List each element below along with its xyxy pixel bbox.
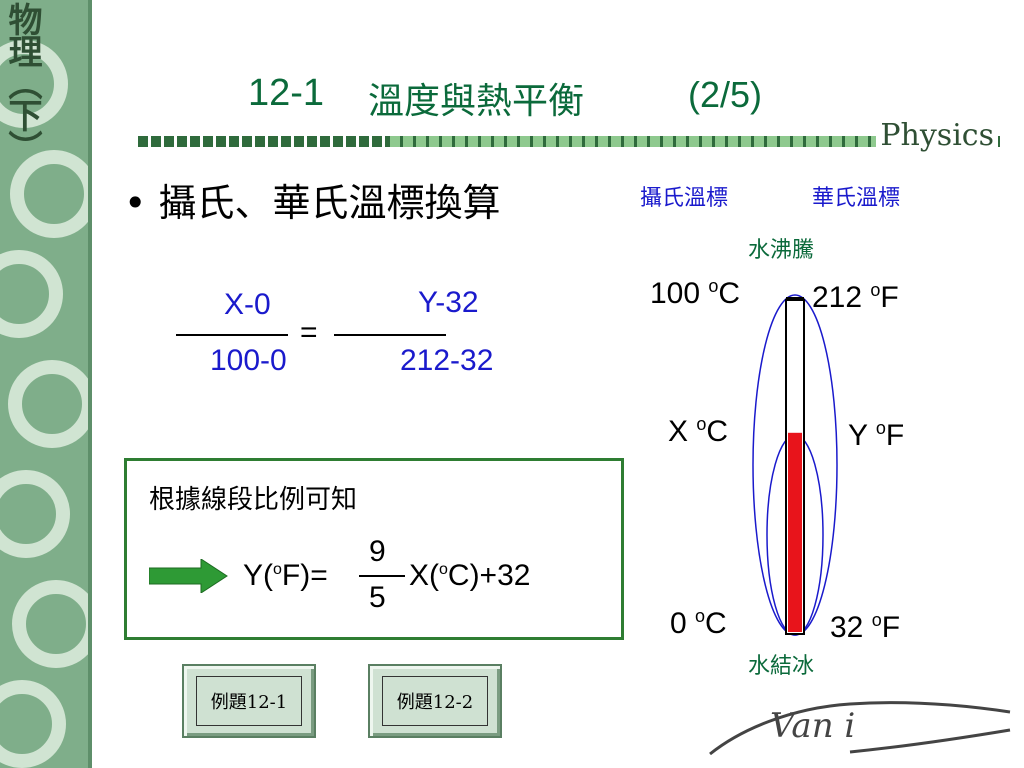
boiling-label: 水沸騰 <box>748 238 815 263</box>
celsius-mid: X oC <box>668 414 729 448</box>
bullet-text: 攝氏、華氏溫標換算 <box>158 181 501 225</box>
title-underline-light <box>390 136 1000 147</box>
eq-num-right: Y-32 <box>418 286 479 319</box>
gear-icon <box>8 360 88 448</box>
bullet-point: • 攝氏、華氏溫標換算 <box>124 181 501 225</box>
vani-logo <box>709 701 1011 756</box>
arrow-right-icon <box>149 559 228 593</box>
frac-bar <box>359 575 405 577</box>
sidebar-divider <box>88 0 92 768</box>
formula-left: Y(oF)= <box>243 559 328 592</box>
gear-icon <box>0 470 70 558</box>
celsius-scale-label: 攝氏溫標 <box>640 186 729 211</box>
button-label: 例題12-1 <box>196 676 302 726</box>
section-title: 溫度與熱平衡 <box>368 81 585 122</box>
eq-bar-left <box>176 334 288 336</box>
eq-num-left: X-0 <box>224 288 271 321</box>
mercury-column <box>788 432 802 632</box>
fahrenheit-top: 212 oF <box>812 280 899 314</box>
subject-title: 物理（下） <box>2 2 42 162</box>
sidebar: 物理（下） <box>0 0 88 768</box>
celsius-bottom: 0 oC <box>670 606 727 640</box>
conclusion-box: 根據線段比例可知 Y(oF)= 9 5 X(oC)+32 <box>124 458 624 640</box>
brand-label: Physics <box>876 118 998 153</box>
fahrenheit-scale-label: 華氏溫標 <box>812 186 901 211</box>
celsius-top: 100 oC <box>650 276 741 310</box>
eq-den-right: 212-32 <box>400 344 494 377</box>
frac-num: 9 <box>369 535 386 568</box>
logo-text: Van i <box>770 706 856 746</box>
gear-icon <box>0 680 66 768</box>
frac-den: 5 <box>369 581 386 614</box>
example-12-1-button[interactable]: 例題12-1 <box>182 664 316 738</box>
fahrenheit-bottom: 32 oF <box>830 610 901 644</box>
fahrenheit-mid: Y oF <box>848 418 905 452</box>
gear-icon <box>0 250 63 338</box>
eq-equals: = <box>300 316 318 349</box>
eq-bar-right <box>334 334 446 336</box>
section-number: 12-1 <box>248 72 325 114</box>
thermometer-diagram <box>752 294 838 636</box>
formula-right: X(oC)+32 <box>409 559 531 592</box>
eq-den-left: 100-0 <box>210 344 287 377</box>
box-caption: 根據線段比例可知 <box>149 485 358 515</box>
page-indicator: (2/5) <box>688 74 763 115</box>
gear-icon <box>10 150 88 238</box>
example-12-2-button[interactable]: 例題12-2 <box>368 664 502 738</box>
button-label: 例題12-2 <box>382 676 488 726</box>
gear-icon <box>12 580 88 668</box>
freezing-label: 水結冰 <box>748 654 815 679</box>
